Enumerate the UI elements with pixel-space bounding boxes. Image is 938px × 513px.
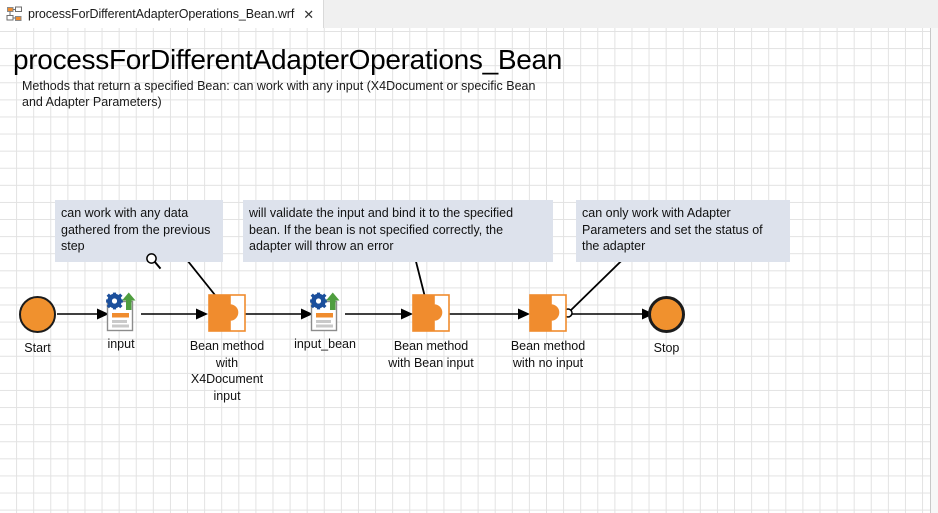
puzzle-piece-icon [208,294,246,332]
node-start-label: Start [24,341,51,355]
page-title: processForDifferentAdapterOperations_Bea… [13,44,563,75]
node-stop[interactable]: Stop [648,296,685,355]
node-start[interactable]: Start [19,296,56,355]
node-bean-method-bean-input[interactable]: Bean method with Bean input [388,294,474,370]
document-gear-upload-icon [310,292,340,332]
vertical-scrollbar[interactable] [931,28,938,513]
node-input-label: input [107,337,135,351]
diagram-canvas[interactable]: processForDifferentAdapterOperations_Bea… [0,28,931,513]
editor-tab-bar: processForDifferentAdapterOperations_Bea… [0,0,938,28]
page-subtitle: Methods that return a specified Bean: ca… [22,79,536,109]
start-terminator-icon [19,296,56,333]
node-bean-method-bean-input-label: Bean method with Bean input [388,339,474,370]
upload-arrow-glyph [122,292,136,310]
node-input-bean[interactable]: input_bean [294,292,356,351]
node-bean-method-no-input[interactable]: Bean method with no input [511,294,585,370]
node-input-bean-label: input_bean [294,337,356,351]
stop-terminator-icon [648,296,685,333]
node-bean-method-no-input-label: Bean method with no input [510,339,586,370]
node-bean-method-x4document[interactable]: Bean method with X4Document input [190,294,264,403]
node-stop-label: Stop [653,341,680,355]
puzzle-piece-icon [412,294,450,332]
gear-glyph [310,292,327,310]
node-input[interactable]: input [101,292,141,351]
annotation-note-validate-bind[interactable]: will validate the input and bind it to t… [243,200,553,262]
tab-process-for-different-adapter-operations-bean[interactable]: processForDifferentAdapterOperations_Bea… [0,0,324,28]
close-icon[interactable]: ✕ [303,6,315,22]
annotation-note-adapter-parameters[interactable]: can only work with Adapter Parameters an… [576,200,790,262]
node-bean-method-x4document-label: Bean method with X4Document input [189,339,265,403]
tab-label: processForDifferentAdapterOperations_Bea… [28,7,295,21]
document-gear-upload-icon [106,292,136,332]
gear-glyph [106,292,123,310]
workflow-diagram-icon [6,6,22,21]
puzzle-piece-icon [529,294,567,332]
upload-arrow-glyph [326,292,340,310]
annotation-note-previous-step[interactable]: can work with any data gathered from the… [55,200,223,262]
